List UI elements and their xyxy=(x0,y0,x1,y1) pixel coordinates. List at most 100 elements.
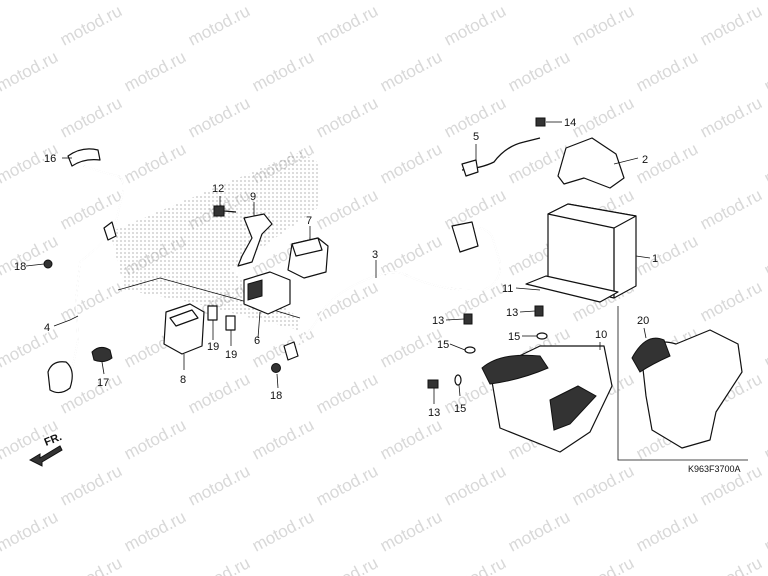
callout-2: 2 xyxy=(642,154,648,166)
callout-6: 6 xyxy=(254,335,260,347)
drawing-code: K963F3700A xyxy=(688,464,741,474)
watermark-text: motod.ru xyxy=(377,139,445,187)
watermark-text: motod.ru xyxy=(313,461,381,509)
watermark-text: motod.ru xyxy=(761,231,768,279)
part-12-bolt-shaft xyxy=(223,210,237,213)
watermark-text: motod.ru xyxy=(249,507,317,555)
watermark-text: motod.ru xyxy=(569,553,637,576)
watermark-text: motod.ru xyxy=(121,415,189,463)
watermark-text: motod.ru xyxy=(505,507,573,555)
part-3-cable-core xyxy=(289,226,502,351)
part-13-bolt-b xyxy=(534,305,544,317)
callout-15b: 15 xyxy=(508,331,520,343)
part-11-rubber-sheet xyxy=(525,275,619,303)
part-9-stay xyxy=(237,213,273,267)
part-8-fuse-box-lid xyxy=(169,309,199,327)
callout-13b: 13 xyxy=(506,307,518,319)
watermark-text: motod.ru xyxy=(633,47,701,95)
watermark-text: motod.ru xyxy=(313,369,381,417)
watermark-text: motod.ru xyxy=(505,0,573,4)
watermark-text: motod.ru xyxy=(185,461,253,509)
watermark-text: motod.ru xyxy=(57,553,125,576)
callout-20: 20 xyxy=(637,315,649,327)
watermark-text: motod.ru xyxy=(121,0,189,4)
part-10-strap-right xyxy=(549,385,597,431)
inset-frame xyxy=(617,306,748,461)
watermark-text: motod.ru xyxy=(377,0,445,4)
part-8-fuse-box xyxy=(163,303,205,355)
callout-3: 3 xyxy=(372,249,378,261)
watermark-text: motod.ru xyxy=(569,1,637,49)
callout-9: 9 xyxy=(250,191,256,203)
part-15-washer-a xyxy=(464,346,476,354)
part-6-relay-terminal xyxy=(247,279,263,301)
callout-14: 14 xyxy=(564,117,576,129)
watermark-text: motod.ru xyxy=(185,1,253,49)
watermark-text: motod.ru xyxy=(633,0,701,4)
watermark-text: motod.ru xyxy=(185,553,253,576)
part-16-clamp xyxy=(67,148,101,167)
callout-15c: 15 xyxy=(454,403,466,415)
callout-16: 16 xyxy=(44,153,56,165)
watermark-text: motod.ru xyxy=(569,461,637,509)
leader-2 xyxy=(613,157,639,165)
watermark-text: motod.ru xyxy=(0,0,61,4)
watermark-text: motod.ru xyxy=(697,185,765,233)
watermark-text: motod.ru xyxy=(121,139,189,187)
watermark-text: motod.ru xyxy=(121,47,189,95)
watermark-text: motod.ru xyxy=(249,323,317,371)
leader-1 xyxy=(635,255,651,259)
watermark-text: motod.ru xyxy=(441,1,509,49)
watermark-text: motod.ru xyxy=(313,93,381,141)
callout-19a: 19 xyxy=(207,341,219,353)
watermark-text: motod.ru xyxy=(313,277,381,325)
watermark-text: motod.ru xyxy=(633,507,701,555)
watermark-text: motod.ru xyxy=(697,277,765,325)
watermark-text: motod.ru xyxy=(761,139,768,187)
callout-7: 7 xyxy=(306,215,312,227)
watermark-text: motod.ru xyxy=(57,93,125,141)
watermark-text: motod.ru xyxy=(0,231,61,279)
part-18-bolt-left xyxy=(43,259,53,269)
callout-13a: 13 xyxy=(432,315,444,327)
watermark-text: motod.ru xyxy=(761,0,768,4)
watermark-text: motod.ru xyxy=(121,507,189,555)
callout-4: 4 xyxy=(44,322,50,334)
watermark-text: motod.ru xyxy=(57,277,125,325)
watermark-text: motod.ru xyxy=(697,1,765,49)
watermark-text: motod.ru xyxy=(249,415,317,463)
watermark-text: motod.ru xyxy=(0,323,61,371)
watermark-text: motod.ru xyxy=(313,1,381,49)
watermark-text: motod.ru xyxy=(313,553,381,576)
watermark-text: motod.ru xyxy=(57,1,125,49)
watermark-text: motod.ru xyxy=(377,323,445,371)
part-2-battery-cover xyxy=(557,137,625,189)
watermark-text: motod.ru xyxy=(249,0,317,4)
watermark-text: motod.ru xyxy=(249,47,317,95)
leader-18-bottom xyxy=(276,373,279,389)
front-direction-arrow xyxy=(28,445,63,467)
callout-12: 12 xyxy=(212,183,224,195)
watermark-text: motod.ru xyxy=(377,507,445,555)
watermark-text: motod.ru xyxy=(441,277,509,325)
part-5-terminal xyxy=(461,159,479,177)
part-12-bolt xyxy=(213,205,225,217)
part-18-bolt-bottom xyxy=(271,363,281,373)
frame-shading xyxy=(110,152,318,330)
watermark-text: motod.ru xyxy=(0,507,61,555)
watermark-text: motod.ru xyxy=(569,93,637,141)
watermark-text: motod.ru xyxy=(377,415,445,463)
callout-8: 8 xyxy=(180,374,186,386)
leader-4 xyxy=(53,315,79,327)
callout-11: 11 xyxy=(502,283,513,295)
part-14-bolt xyxy=(535,117,546,127)
part-17-grommet xyxy=(91,346,113,363)
leader-6 xyxy=(257,311,261,339)
part-7-cover-top xyxy=(291,237,323,257)
watermark-text: motod.ru xyxy=(313,185,381,233)
part-15-washer-b xyxy=(536,332,548,340)
watermark-text: motod.ru xyxy=(441,185,509,233)
part-19-fuse-b xyxy=(225,315,236,331)
part-13-bolt-a xyxy=(463,313,473,325)
